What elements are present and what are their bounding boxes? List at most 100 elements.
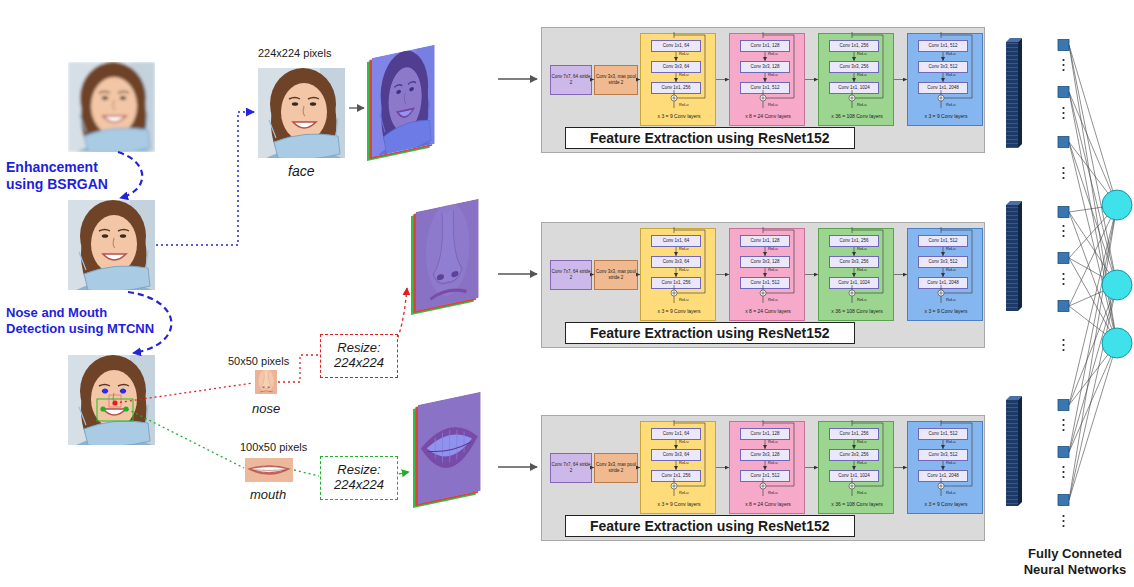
layer-text: Conv 3x3, max pool stride 2 — [595, 462, 637, 472]
skip-connection — [760, 227, 794, 303]
mouth-leader — [294, 470, 319, 476]
mouth-leader — [127, 409, 244, 468]
mouth-crop — [245, 458, 293, 482]
layer-text: Conv 1x1, 256 — [839, 431, 868, 436]
skip-connection — [671, 420, 705, 496]
layer-text: Conv 1x1, 128 — [750, 431, 779, 436]
conv-box: Conv 1x1, 512 — [918, 428, 968, 440]
size-label: 50x50 pixels — [228, 355, 289, 368]
flow-arrow — [638, 274, 640, 275]
activation-label: ReLu — [679, 461, 689, 465]
layer-text: Conv 3x3, 128 — [750, 64, 779, 69]
flow-arrow — [894, 274, 907, 275]
flow-arrow — [854, 73, 855, 82]
skip-connection — [849, 420, 883, 496]
stem-box: Conv 7x7, 64 stride 2 — [550, 65, 592, 95]
flow-arrow — [676, 440, 677, 449]
activation-label: ReLu — [857, 440, 867, 444]
size-label: 100x50 pixels — [240, 441, 307, 454]
flow-arrow — [894, 79, 907, 80]
layer-text: Conv 7x7, 64 stride 2 — [551, 269, 591, 279]
image-caption: mouth — [250, 487, 286, 503]
feature-vector — [1006, 38, 1022, 506]
flow-arrow — [765, 268, 766, 277]
activation-label: ReLu — [768, 247, 778, 251]
nose-leader — [115, 383, 253, 403]
face-leader — [156, 112, 254, 245]
layer-text: Conv 3x3, 64 — [663, 64, 690, 69]
conv-box: Conv 1x1, 512 — [740, 470, 790, 482]
conv-box: Conv 1x1, 64 — [651, 40, 701, 52]
residual-block: ReLuReLuReLux 36 = 108 Conv layersConv 1… — [818, 421, 894, 514]
layer-text: Conv 1x1, 512 — [750, 473, 779, 478]
flow-arrow — [943, 73, 944, 82]
activation-label: ReLu — [679, 298, 689, 302]
layer-count: x 3 = 9 Conv layers — [908, 502, 984, 507]
skip-connection — [671, 227, 705, 303]
skip-connection — [938, 227, 972, 303]
layer-count: x 3 = 9 Conv layers — [908, 114, 984, 119]
layer-text: Conv 3x3, 64 — [663, 452, 690, 457]
layer-count: x 8 = 24 Conv layers — [730, 502, 806, 507]
stem-box: Conv 3x3, max pool stride 2 — [594, 260, 638, 290]
panel-title: Feature Extraction using ResNet152 — [565, 322, 855, 344]
layer-text: Conv 3x3, 256 — [839, 452, 868, 457]
layer-text: Conv 3x3, 512 — [928, 259, 957, 264]
flow-arrow — [676, 268, 677, 277]
layer-count: x 8 = 24 Conv layers — [730, 309, 806, 314]
landmark-marks — [97, 388, 133, 421]
layer-count: x 3 = 9 Conv layers — [908, 309, 984, 314]
layer-text: Conv 1x1, 256 — [839, 43, 868, 48]
activation-label: ReLu — [679, 268, 689, 272]
conv-box: Conv 3x3, 128 — [740, 61, 790, 73]
activation-label: ReLu — [857, 247, 867, 251]
activation-label: ReLu — [857, 268, 867, 272]
blurry-face-photo — [68, 62, 155, 152]
skip-connection — [849, 227, 883, 303]
layer-text: Conv 1x1, 2048 — [927, 85, 959, 90]
image-stack — [367, 45, 435, 161]
activation-label: ReLu — [946, 440, 956, 444]
conv-box: Conv 3x3, 64 — [651, 449, 701, 461]
flow-arrow — [805, 274, 818, 275]
layer-text: Conv 1x1, 1024 — [838, 85, 870, 90]
residual-block: ReLuReLuReLux 8 = 24 Conv layersConv 1x1… — [729, 33, 805, 126]
layer-text: Conv 3x3, 256 — [839, 64, 868, 69]
flow-arrow — [943, 440, 944, 449]
activation-label: ReLu — [768, 298, 778, 302]
flow-arrow — [676, 247, 677, 256]
activation-label: ReLu — [946, 247, 956, 251]
resize-text: Resize: 224x224 — [321, 341, 397, 371]
resnet-panel: Feature Extraction using ResNet152Conv 7… — [541, 415, 985, 541]
flow-arrow — [854, 461, 855, 470]
resnet-panel: Feature Extraction using ResNet152 Conv 7… — [541, 222, 985, 348]
conv-box: Conv 1x1, 128 — [740, 40, 790, 52]
activation-label: ReLu — [679, 247, 689, 251]
flow-arrow — [854, 268, 855, 277]
residual-block: ReLuReLuReLux 8 = 24 Conv layersConv 1x1… — [729, 228, 805, 321]
size-label: 224x224 pixels — [258, 47, 331, 60]
activation-label: ReLu — [679, 103, 689, 107]
skip-connection — [671, 32, 705, 108]
residual-block: ReLuReLuReLux 3 = 9 Conv layersConv 1x1,… — [907, 228, 983, 321]
process-arrows — [115, 79, 537, 476]
layer-count: x 36 = 108 Conv layers — [819, 309, 895, 314]
conv-box: Conv 1x1, 1024 — [829, 470, 879, 482]
layer-text: Conv 1x1, 2048 — [927, 473, 959, 478]
layer-text: Conv 3x3, 128 — [750, 452, 779, 457]
stem-box: Conv 3x3, max pool stride 2 — [594, 453, 638, 483]
flow-arrow — [592, 467, 594, 468]
enhance-arrow — [118, 152, 142, 198]
conv-box: Conv 1x1, 1024 — [829, 82, 879, 94]
stem-box: Conv 7x7, 64 stride 2 — [550, 453, 592, 483]
residual-block: ReLuReLuReLux 3 = 9 Conv layersConv 1x1,… — [640, 33, 716, 126]
flow-arrow — [498, 78, 537, 79]
conv-box: Conv 1x1, 128 — [740, 428, 790, 440]
conv-box: Conv 1x1, 256 — [651, 82, 701, 94]
flow-arrow — [765, 461, 766, 470]
flow-arrow — [676, 73, 677, 82]
skip-connection — [760, 420, 794, 496]
conv-box: Conv 1x1, 128 — [740, 235, 790, 247]
residual-block: ReLuReLuReLux 3 = 9 Conv layersConv 1x1,… — [907, 421, 983, 514]
flow-arrow — [943, 461, 944, 470]
